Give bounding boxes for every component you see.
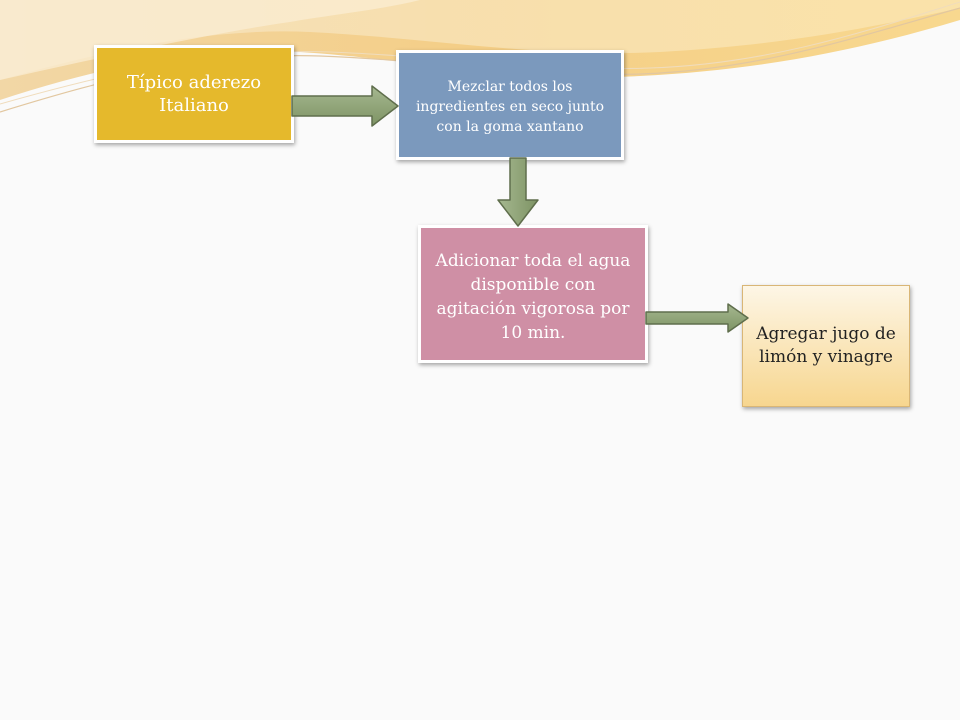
- step-4-label: Agregar jugo de limón y vinagre: [756, 324, 896, 367]
- top-wave-highlight: [0, 0, 420, 80]
- arrow-step1-to-step2: [291, 85, 399, 127]
- step-3-label: Adicionar toda el agua disponible con ag…: [435, 251, 631, 343]
- step-3-box: Adicionar toda el agua disponible con ag…: [418, 225, 648, 363]
- step-4-box: Agregar jugo de limón y vinagre: [742, 285, 910, 407]
- arrow-step2-to-step3: [497, 157, 539, 227]
- step-2-label: Mezclar todos los ingredientes en seco j…: [415, 79, 605, 135]
- step-1-label: Típico aderezo Italiano: [126, 72, 262, 116]
- arrow-step3-to-step4: [645, 303, 749, 333]
- step-2-box: Mezclar todos los ingredientes en seco j…: [396, 50, 624, 160]
- step-1-box: Típico aderezo Italiano: [94, 45, 294, 143]
